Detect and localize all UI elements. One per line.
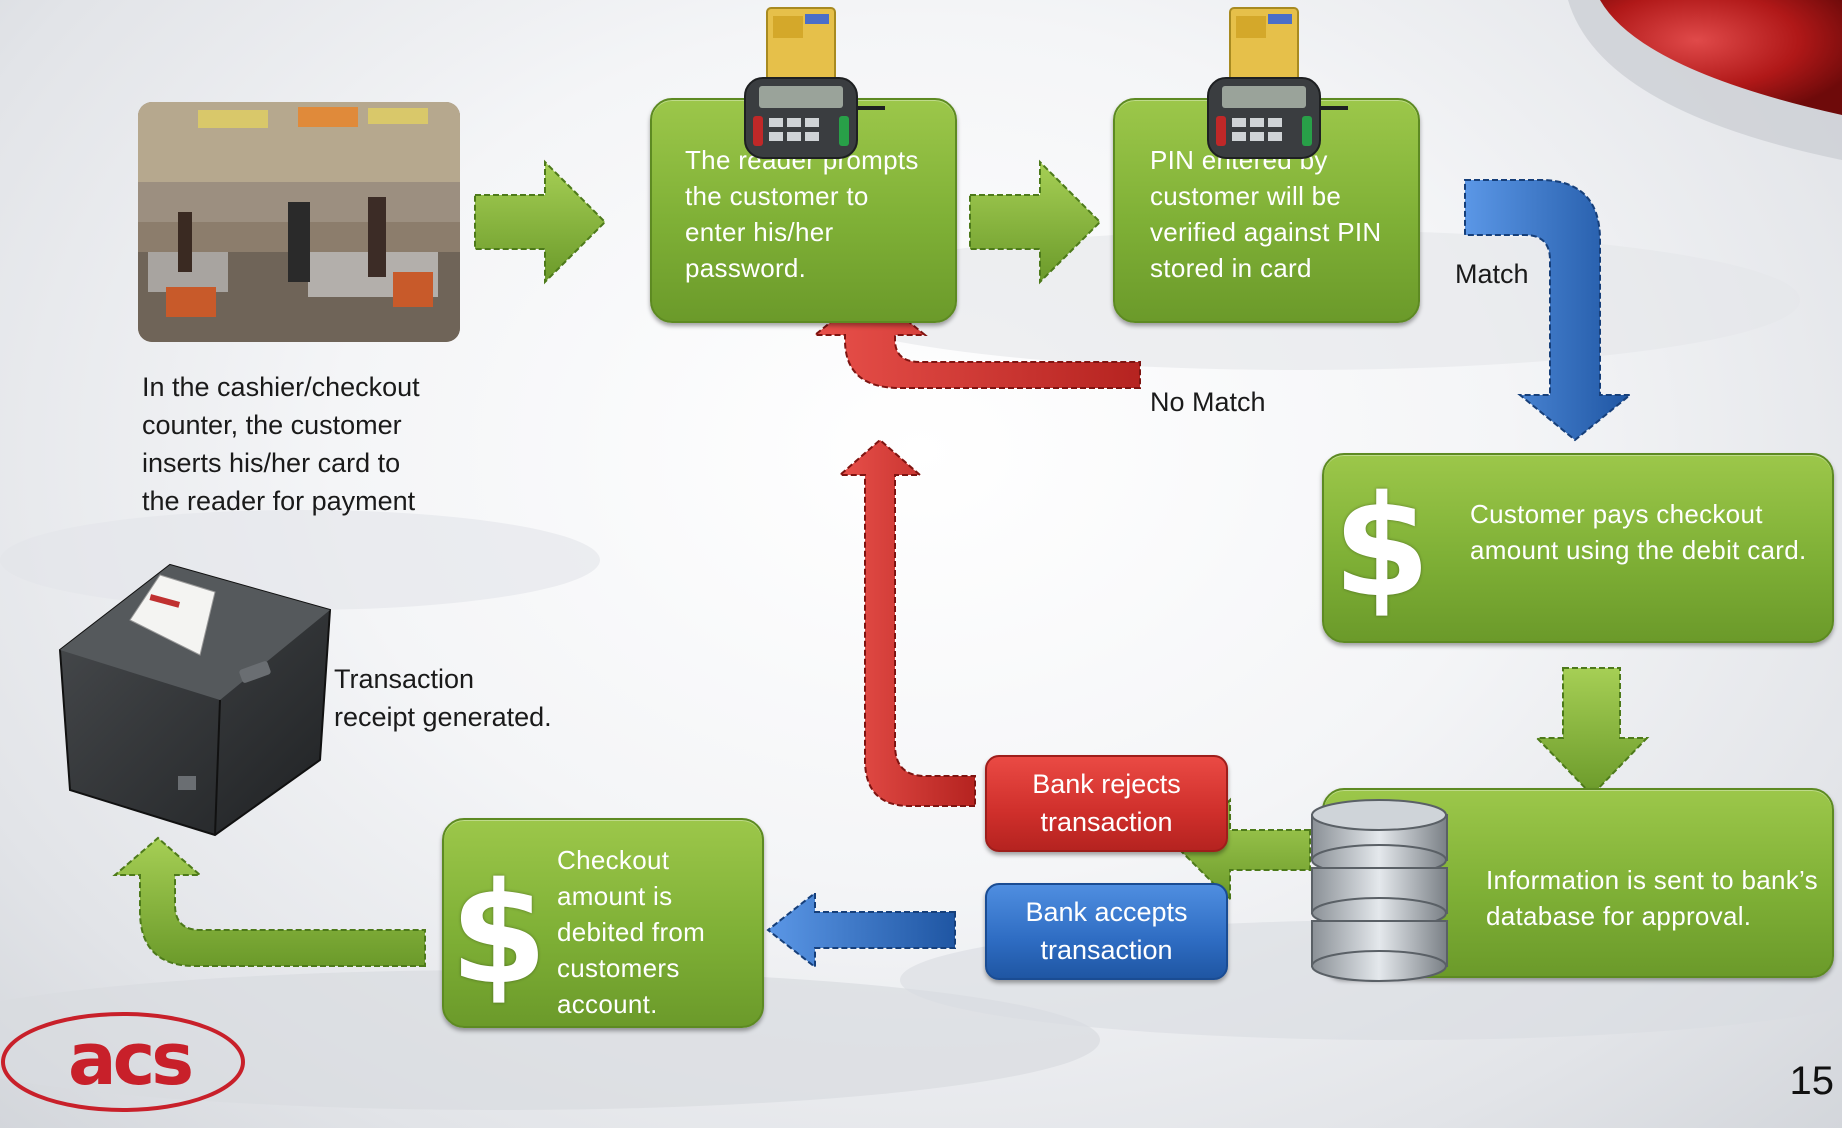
arrow-reject (837, 438, 976, 807)
page-number: 15 (1789, 1059, 1835, 1103)
receipt-line: receipt generated. (334, 702, 552, 732)
checkout-photo (138, 102, 460, 342)
dollar-icon: $ (450, 853, 548, 1016)
bank-rejects-line: transaction (1040, 807, 1173, 837)
database-line: Information is sent to bank’s (1486, 865, 1818, 895)
prompt-line: enter his/her (685, 217, 834, 247)
arrow-accept (766, 890, 956, 970)
arrow-to-receipt (112, 836, 426, 967)
match-label: Match (1455, 259, 1529, 289)
receipt-caption: Transaction receipt generated. (334, 660, 552, 736)
debit-line: customers (557, 953, 680, 983)
debit-step-text: Checkout amount is debited from customer… (557, 842, 705, 1022)
acs-logo-text: acs (68, 1017, 194, 1101)
verify-line: customer will be (1150, 181, 1342, 211)
database-step-text: Information is sent to bank’s database f… (1486, 862, 1818, 934)
bank-accepts-box: Bank accepts transaction (985, 883, 1228, 980)
debit-line: debited from (557, 917, 706, 947)
pay-step-text: Customer pays checkout amount using the … (1470, 496, 1807, 568)
no-match-label: No Match (1150, 387, 1266, 417)
bank-rejects-line: Bank rejects (1032, 769, 1181, 799)
prompt-line: the customer to (685, 181, 869, 211)
arrow-to-database (1534, 667, 1650, 797)
prompt-line: password. (685, 253, 807, 283)
checkout-caption: In the cashier/checkout counter, the cus… (142, 368, 420, 520)
pay-step-box (1322, 453, 1834, 643)
checkout-caption-line: inserts his/her card to (142, 448, 401, 478)
bank-accepts-line: Bank accepts (1025, 897, 1188, 927)
card-reader-icon (744, 7, 885, 159)
pay-line: amount using the debit card. (1470, 535, 1807, 565)
bank-rejects-box: Bank rejects transaction (985, 755, 1228, 852)
prompt-step-text: The reader prompts the customer to enter… (685, 142, 919, 286)
pay-line: Customer pays checkout (1470, 499, 1763, 529)
arrow-to-verify (969, 159, 1102, 285)
checkout-caption-line: In the cashier/checkout (142, 372, 420, 402)
debit-line: account. (557, 989, 658, 1019)
receipt-line: Transaction (334, 664, 475, 694)
arrow-match (1464, 179, 1633, 442)
checkout-caption-line: the reader for payment (142, 486, 416, 516)
verify-line: verified against PIN (1150, 217, 1382, 247)
arrow-to-prompt (474, 159, 607, 285)
debit-line: amount is (557, 881, 673, 911)
database-line: database for approval. (1486, 901, 1752, 931)
debit-step-box (442, 818, 764, 1028)
bank-accepts-line: transaction (1040, 935, 1173, 965)
checkout-caption-line: counter, the customer (142, 410, 402, 440)
debit-line: Checkout (557, 845, 670, 875)
card-reader-icon (1207, 7, 1348, 159)
verify-line: stored in card (1150, 253, 1312, 283)
dollar-icon: $ (1333, 466, 1431, 629)
